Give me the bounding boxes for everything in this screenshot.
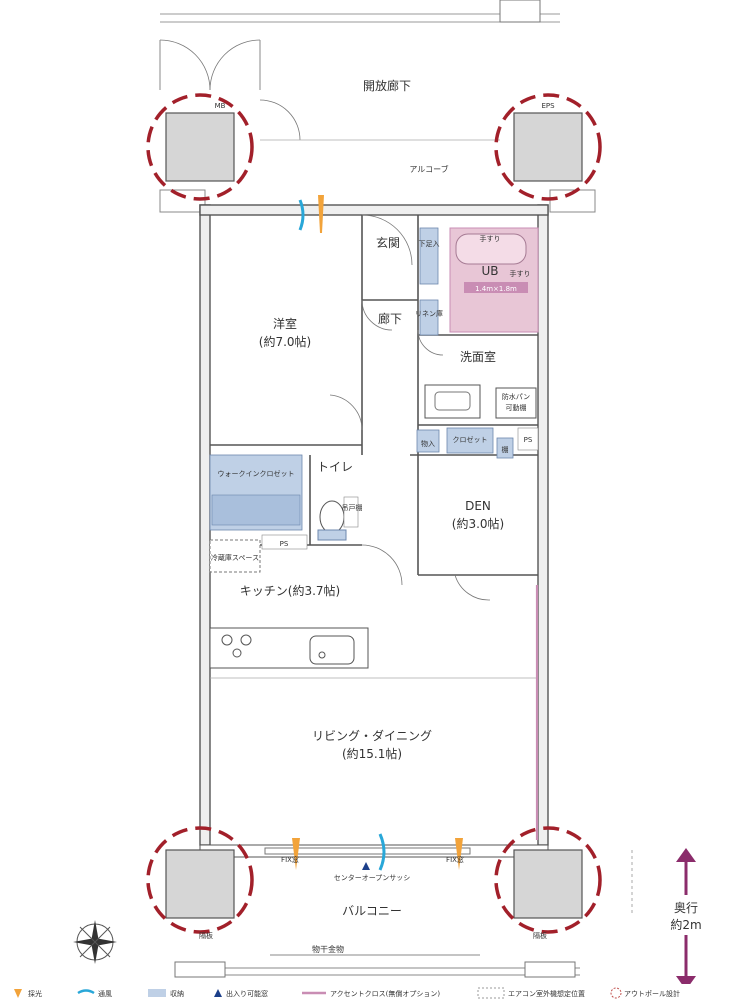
shoe-storage-label: 下足入: [419, 240, 440, 248]
legend: 採光 通風 収納 出入り可能窓 アクセントクロス(無償オプション) エアコン室外…: [0, 984, 751, 1000]
door-swings: [329, 214, 491, 601]
legend-item-0: 採光: [28, 989, 42, 998]
storage-in-label: 物入: [421, 439, 435, 448]
western-room-size: (約7.0帖): [259, 334, 311, 349]
legend-item-2: 収納: [170, 989, 184, 998]
depth-arrow: [631, 848, 710, 990]
handrail-label-side: 手すり: [510, 269, 531, 278]
toilet-label: トイレ: [317, 460, 353, 474]
living-size: (約15.1帖): [342, 746, 402, 761]
linen-storage: [419, 299, 439, 336]
shoe-storage: [419, 227, 439, 285]
fridge-label: 冷蔵庫スペース: [211, 553, 259, 562]
kitchen-label: キッチン(約3.7帖): [240, 583, 340, 598]
bathtub: [455, 233, 527, 265]
corridor-doors: [159, 39, 500, 141]
waterproof-pan: [495, 387, 537, 419]
ventilation-markers: [292, 195, 463, 871]
entrance-label: 玄関: [376, 235, 400, 250]
eps-label: EPS: [541, 102, 555, 110]
western-room-label: 洋室: [273, 316, 297, 331]
compass-icon: [73, 920, 117, 964]
mb-label: MB: [215, 102, 226, 110]
legend-item-4: アクセントクロス(無償オプション): [330, 989, 440, 998]
pillar-mb: [165, 112, 235, 182]
fix-window-right: FIX窓: [446, 855, 464, 864]
legend-item-1: 通風: [98, 989, 112, 998]
outpole-ring-eps: [494, 93, 602, 201]
corridor-rail: [159, 0, 596, 213]
depth-label-2: 約2m: [670, 917, 701, 932]
balcony-rail: [174, 954, 580, 978]
washroom-label: 洗面室: [460, 349, 496, 364]
handrail-label-top: 手すり: [480, 234, 501, 243]
depth-label-1: 奥行: [674, 901, 698, 915]
movable-shelf-label: 可動棚: [506, 403, 527, 412]
drying-label: 物干金物: [312, 944, 344, 954]
closet-label: ウォークインクロゼット: [218, 469, 295, 478]
hanging-shelf-label: 吊戸棚: [342, 503, 363, 512]
ps-box-upper: [517, 427, 539, 451]
outpole-ring-mb: [146, 93, 254, 201]
den-label: DEN: [465, 499, 491, 513]
pillar-bottom-left: [165, 849, 235, 919]
fridge-space: [209, 539, 261, 573]
linen-label: リネン庫: [415, 309, 443, 318]
pillar-eps: [513, 112, 583, 182]
bath-size-badge: [464, 282, 528, 293]
shelf-box: [496, 437, 514, 459]
ps-label-lower: PS: [280, 540, 289, 548]
closet-small-label: クロゼット: [453, 435, 488, 444]
bath-label: UB: [481, 264, 498, 278]
alcove-label: アルコーブ: [409, 164, 448, 174]
legend-item-5: エアコン室外機想定位置: [508, 989, 585, 998]
partition-label-left: 隔板: [199, 931, 213, 940]
kitchen-sink: [309, 635, 355, 665]
hallway-label: 廊下: [378, 311, 402, 326]
den-size: (約3.0帖): [452, 516, 504, 531]
pillar-bottom-right: [513, 849, 583, 919]
outpole-ring-bottom-right: [494, 826, 602, 934]
toilet-bowl: [319, 500, 345, 534]
waterproof-pan-label: 防水パン: [502, 392, 530, 401]
shelf-label: 棚: [502, 445, 509, 454]
legend-item-6: アウトポール設計: [624, 989, 680, 998]
legend-item-3: 出入り可能窓: [226, 989, 268, 998]
ps-label-upper: PS: [524, 436, 533, 444]
living-label: リビング・ダイニング: [312, 728, 432, 743]
bath-size-label: 1.4m×1.8m: [475, 285, 517, 293]
ps-box-lower: [261, 534, 308, 550]
outpole-ring-bottom-left: [146, 826, 254, 934]
balcony-label: バルコニー: [342, 904, 402, 918]
storage-in-box: [416, 429, 440, 453]
window-sash: [264, 847, 471, 855]
fix-window-left: FIX窓: [281, 855, 299, 864]
sash-label: センターオープンサッシ: [334, 873, 411, 882]
closet-small-box: [446, 427, 494, 454]
partition-label-right: 隔板: [533, 931, 547, 940]
corridor-label: 開放廊下: [363, 78, 411, 93]
